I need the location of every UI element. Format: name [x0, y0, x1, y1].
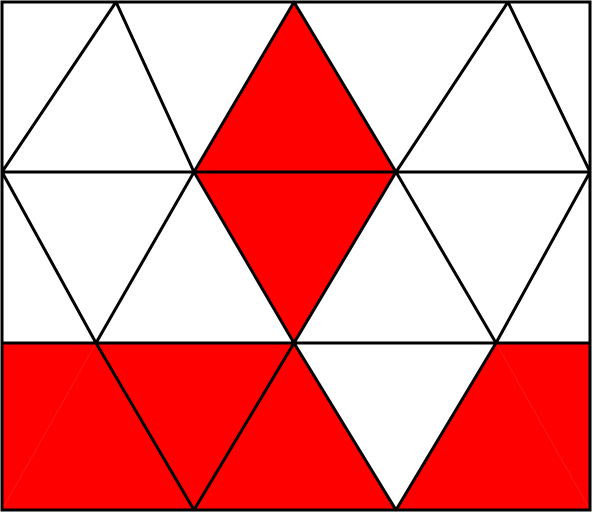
white-triangle: [2, 172, 194, 343]
diagonal-line: [292, 341, 398, 512]
diagonal-line: [94, 170, 196, 345]
white-triangle: [396, 2, 590, 172]
diagonal-line: [192, 0, 296, 174]
white-triangle: [2, 2, 194, 172]
white-triangle: [396, 172, 590, 343]
red-triangle: [194, 2, 396, 172]
diagonal-line: [292, 0, 398, 174]
diagonal-line: [494, 170, 592, 345]
white-triangle: [96, 172, 294, 343]
diagonal-line: [0, 0, 118, 174]
white-triangle: [116, 2, 294, 172]
diagonal-line: [394, 341, 498, 512]
red-triangle: [194, 343, 396, 510]
diagonal-line: [394, 170, 498, 345]
white-triangle: [294, 2, 508, 172]
diagonal-line: [394, 0, 510, 174]
red-triangle: [194, 172, 396, 343]
diagonal-line: [506, 0, 592, 174]
diagonal-line: [192, 170, 296, 345]
diagonal-line: [0, 170, 98, 345]
red-triangle: [496, 343, 590, 510]
diagonal-line: [192, 341, 296, 512]
white-triangle: [294, 172, 496, 343]
diagonal-line: [94, 341, 196, 512]
red-triangle: [2, 343, 194, 510]
red-triangle: [96, 343, 294, 510]
diagonal-line: [292, 170, 398, 345]
white-triangle: [294, 343, 496, 510]
red-triangle: [2, 343, 96, 510]
diagonal-line: [114, 0, 196, 174]
red-triangle: [396, 343, 590, 510]
